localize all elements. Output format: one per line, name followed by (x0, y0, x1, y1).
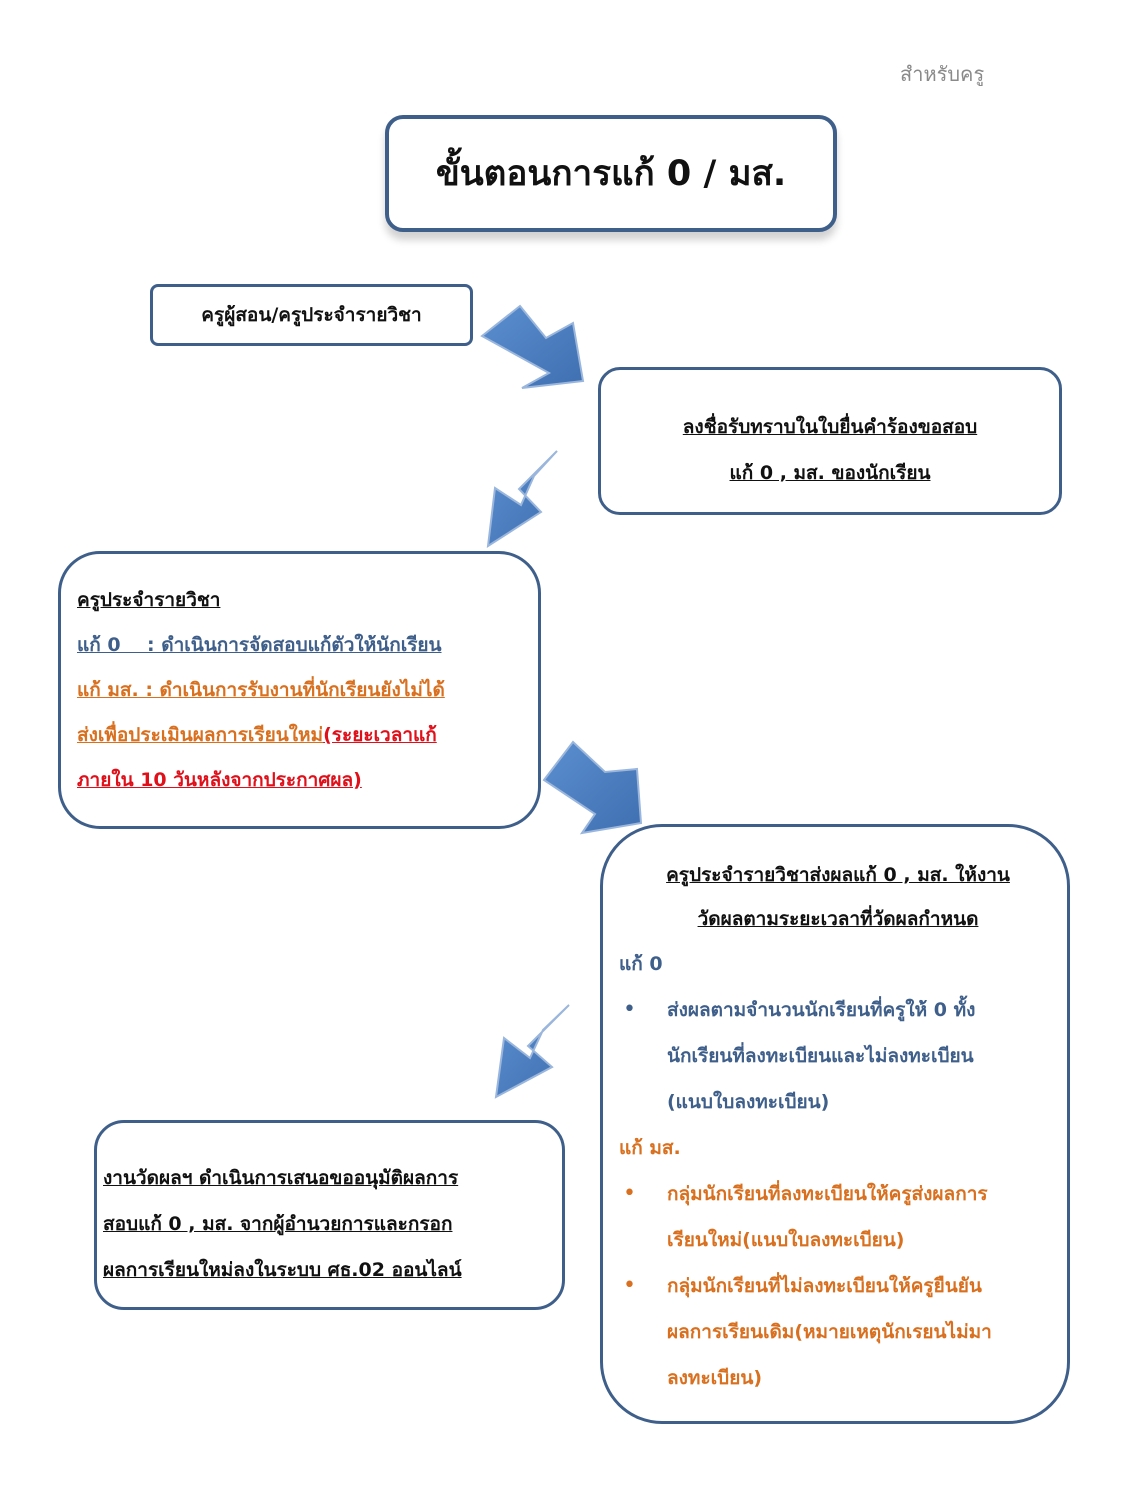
arrow-down-right-1 (480, 304, 585, 389)
registered-line-2: เรียนใหม่(แนบใบลงทะเบียน) (667, 1229, 905, 1251)
unregistered-line-1: กลุ่มนักเรียนที่ไม่ลงทะเบียนให้ครูยืนยัน (667, 1275, 982, 1297)
fix-zero-bullet-line-2: นักเรียนที่ลงทะเบียนและไม่ลงทะเบียน (667, 1045, 974, 1067)
step-teacher-label: ครูผู้สอน/ครูประจำรายวิชา (201, 304, 422, 326)
fix-ms-section-title: แก้ มส. (619, 1137, 681, 1159)
fix-ms-bullet-registered: • กลุ่มนักเรียนที่ลงทะเบียนให้ครูส่งผลกา… (619, 1171, 1067, 1263)
for-teacher-note: สำหรับครู (900, 62, 985, 86)
page-title: ขั้นตอนการแก้ 0 / มส. (435, 154, 787, 194)
bullet-icon: • (623, 997, 636, 1022)
acknowledge-line-1: ลงชื่อรับทราบในใบยื่นคำร้องขอสอบ (682, 416, 978, 438)
fix-zero-bullet-line-3: (แนบใบลงทะเบียน) (667, 1091, 830, 1113)
measurement-line-1: งานวัดผลฯ ดำเนินการเสนอขออนุมัติผลการ (103, 1167, 459, 1189)
fix-ms-line: แก้ มส. : ดำเนินการรับงานที่นักเรียนยังไ… (77, 679, 445, 701)
step-subject-teacher-box: ครูประจำรายวิชา แก้ 0 : ดำเนินการจัดสอบแ… (58, 551, 541, 829)
acknowledge-line-2: แก้ 0 , มส. ของนักเรียน (729, 462, 931, 484)
bullet-icon: • (623, 1273, 636, 1298)
unregistered-line-3: ลงทะเบียน) (667, 1367, 763, 1389)
deadline-text-start: (ระยะเวลาแก้ (323, 724, 437, 746)
arrow-down-left-1 (486, 450, 558, 548)
fix-zero-line: แก้ 0 : ดำเนินการจัดสอบแก้ตัวให้นักเรียน (77, 634, 442, 656)
step-submit-results-box: ครูประจำรายวิชาส่งผลแก้ 0 , มส. ให้งาน ว… (600, 824, 1070, 1424)
fix-zero-bullet-line-1: ส่งผลตามจำนวนนักเรียนที่ครูให้ 0 ทั้ง (667, 999, 976, 1021)
title-box: ขั้นตอนการแก้ 0 / มส. (385, 115, 837, 232)
fix-ms-bullet-unregistered: • กลุ่มนักเรียนที่ไม่ลงทะเบียนให้ครูยืนย… (619, 1263, 1067, 1401)
step-acknowledge-box: ลงชื่อรับทราบในใบยื่นคำร้องขอสอบ แก้ 0 ,… (598, 367, 1062, 515)
measurement-line-2: สอบแก้ 0 , มส. จากผู้อำนวยการและกรอก (103, 1213, 453, 1235)
bullet-icon: • (623, 1181, 636, 1206)
unregistered-line-2: ผลการเรียนเดิม(หมายเหตุนักเรยนไม่มา (667, 1321, 992, 1343)
reassess-text: ส่งเพื่อประเมินผลการเรียนใหม่ (77, 724, 324, 746)
arrow-down-left-2 (494, 1004, 570, 1099)
arrow-down-right-2 (542, 740, 643, 835)
reassess-line: ส่งเพื่อประเมินผลการเรียนใหม่(ระยะเวลาแก… (77, 713, 538, 758)
fix-zero-section-title: แก้ 0 (619, 953, 663, 975)
subject-teacher-heading: ครูประจำรายวิชา (77, 589, 221, 611)
fix-zero-bullet: • ส่งผลตามจำนวนนักเรียนที่ครูให้ 0 ทั้ง … (619, 987, 1067, 1125)
submit-heading-line-1: ครูประจำรายวิชาส่งผลแก้ 0 , มส. ให้งาน (666, 864, 1010, 886)
registered-line-1: กลุ่มนักเรียนที่ลงทะเบียนให้ครูส่งผลการ (667, 1183, 988, 1205)
measurement-line-3: ผลการเรียนใหม่ลงในระบบ ศธ.02 ออนไลน์ (103, 1259, 462, 1281)
step-teacher-box: ครูผู้สอน/ครูประจำรายวิชา (150, 284, 473, 346)
submit-heading-line-2: วัดผลตามระยะเวลาที่วัดผลกำหนด (697, 908, 979, 930)
step-measurement-box: งานวัดผลฯ ดำเนินการเสนอขออนุมัติผลการ สอ… (94, 1120, 565, 1310)
deadline-text-end: ภายใน 10 วันหลังจากประกาศผล) (77, 769, 362, 791)
